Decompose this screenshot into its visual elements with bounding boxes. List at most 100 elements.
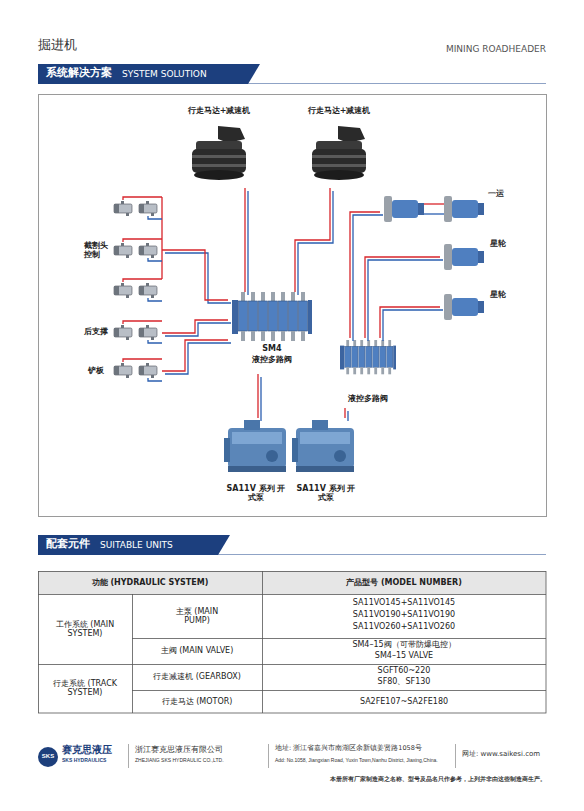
return-line bbox=[165, 253, 231, 303]
pressure-line bbox=[365, 257, 440, 338]
cylinder bbox=[114, 201, 132, 216]
open-pump bbox=[292, 420, 354, 472]
logo-text: SKS bbox=[38, 753, 58, 760]
pressure-line bbox=[257, 374, 258, 418]
pressure-line bbox=[162, 340, 228, 371]
website: 网址: www.saikesi.com bbox=[462, 750, 540, 758]
cylinder bbox=[114, 243, 132, 258]
hydraulic-line bbox=[350, 212, 383, 341]
component-label: 行走马达+减速机 bbox=[180, 106, 258, 115]
cylinder bbox=[139, 201, 157, 216]
cylinder bbox=[114, 283, 132, 298]
hydraulic-line bbox=[345, 408, 348, 421]
component-node: 星轮 bbox=[440, 236, 510, 278]
section-title: SYSTEM SOLUTION bbox=[122, 69, 207, 79]
return-line bbox=[148, 216, 162, 381]
table-rule bbox=[132, 594, 133, 713]
company-name: 浙江赛克思液压有限公司 bbox=[135, 745, 223, 754]
pressure-line bbox=[344, 408, 345, 418]
hydraulic-line bbox=[162, 320, 231, 336]
component-node: 液控多路阀 bbox=[336, 338, 400, 408]
cylinder bbox=[139, 283, 157, 298]
multiway-valve bbox=[340, 340, 396, 374]
component-label: 行走马达+减速机 bbox=[300, 106, 378, 115]
section-title: 系统解决方案 bbox=[46, 67, 112, 80]
return-line bbox=[424, 213, 444, 214]
diagram-frame bbox=[39, 95, 547, 517]
table-rule bbox=[38, 594, 546, 595]
table-cell: 主泵 (MAIN PUMP) bbox=[167, 607, 227, 625]
section-rule bbox=[218, 554, 546, 555]
table-grid bbox=[38, 571, 546, 713]
company-name: ZHEJIANG SKS HYDRAULIC CO.,LTD. bbox=[135, 758, 224, 764]
star-wheel-motor bbox=[444, 294, 484, 320]
cylinder-lines bbox=[123, 197, 444, 381]
component-node: 一运 bbox=[380, 188, 510, 232]
hydraulic-line bbox=[295, 188, 333, 295]
hydraulic-line bbox=[245, 188, 248, 295]
cylinder bbox=[139, 325, 157, 340]
table-rule bbox=[38, 664, 546, 665]
footer-separator bbox=[128, 744, 129, 768]
table-cell: SA11VO190+SA11VO190 bbox=[262, 610, 546, 619]
component-node: 后支撑 bbox=[84, 318, 162, 348]
pressure-line bbox=[244, 188, 245, 292]
brand-name: 赛克思液压 bbox=[62, 744, 112, 756]
return-line bbox=[260, 377, 261, 421]
component-node: SA11V 系列 开式泵 bbox=[292, 418, 360, 508]
travel-motor bbox=[192, 126, 246, 180]
travel-motor bbox=[312, 126, 366, 180]
subheading: MINING ROADHEADER bbox=[346, 44, 546, 54]
conveyor-motor bbox=[384, 196, 424, 222]
pressure-line bbox=[380, 307, 440, 338]
table-cell: SA2FE107~SA2FE180 bbox=[262, 697, 546, 706]
section-title: SUITABLE UNITS bbox=[100, 540, 173, 550]
table-header: 功能 (HYDRAULIC SYSTEM) bbox=[38, 578, 262, 587]
brand-name: SKS HYDRAULICS bbox=[62, 758, 106, 764]
component-node: 星轮 bbox=[440, 284, 510, 328]
table-cell: SGFT60~220 bbox=[262, 666, 546, 675]
table-cell: SA11VO260+SA11VO260 bbox=[262, 622, 546, 631]
pressure-line bbox=[350, 212, 380, 338]
pressure-line bbox=[162, 320, 228, 333]
open-pump bbox=[224, 420, 286, 472]
return-line bbox=[165, 343, 231, 374]
return-line bbox=[247, 191, 248, 295]
component-node: 截割头控制 bbox=[84, 195, 162, 305]
return-line bbox=[353, 215, 383, 341]
table-rule bbox=[262, 571, 263, 713]
multiway-valve bbox=[232, 292, 312, 341]
return-line bbox=[383, 310, 443, 341]
component-label: SA11V 系列 开式泵 bbox=[226, 484, 286, 502]
component-label: 一运 bbox=[488, 189, 510, 198]
table-rule bbox=[132, 638, 546, 639]
table-cell: 行走减速机 (GEARBOX) bbox=[132, 672, 262, 681]
component-label: 后支撑 bbox=[84, 327, 114, 336]
hydraulic-line bbox=[162, 340, 231, 374]
section-band: 配套元件 SUITABLE UNITS bbox=[38, 535, 230, 555]
table-header-fill bbox=[38, 571, 546, 594]
component-label: 液控多路阀 bbox=[228, 355, 316, 364]
component-node: 铲板 bbox=[84, 358, 162, 388]
footer-separator bbox=[455, 744, 456, 768]
pressure-line bbox=[295, 188, 330, 292]
hydraulic-line bbox=[162, 250, 231, 303]
component-node: 行走马达+减速机 bbox=[300, 106, 378, 188]
section-title: 配套元件 bbox=[46, 538, 90, 551]
table-cell: 行走马达 (MOTOR) bbox=[132, 697, 262, 706]
table-border bbox=[39, 572, 547, 714]
footer-separator bbox=[268, 744, 269, 768]
component-label: 截割头控制 bbox=[84, 241, 110, 259]
component-node: 行走马达+减速机 bbox=[180, 106, 258, 188]
cylinder bbox=[114, 325, 132, 340]
component-label: 液控多路阀 bbox=[336, 394, 400, 403]
section-rule bbox=[248, 83, 546, 84]
pressure-line bbox=[162, 250, 228, 300]
cylinder bbox=[139, 363, 157, 378]
pressure-line bbox=[424, 203, 444, 204]
cylinder bbox=[114, 363, 132, 378]
conveyor-motor bbox=[444, 196, 484, 222]
address: 地址: 浙江省嘉兴市南湖区余新镇姜贤路1058号 bbox=[275, 745, 422, 752]
component-node: SM4液控多路阀 bbox=[228, 292, 316, 374]
